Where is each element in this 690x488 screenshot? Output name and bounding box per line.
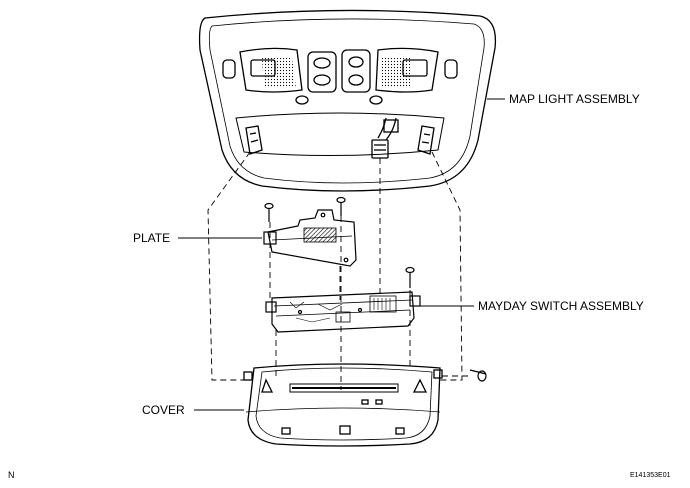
screw-left [264, 202, 274, 222]
screw-right [405, 266, 415, 288]
left-lamp-lens [239, 47, 303, 93]
plate [263, 209, 357, 267]
label-cover: COVER [142, 403, 185, 417]
figure-code: E141353E01 [630, 472, 671, 479]
switch-buttons [307, 49, 371, 93]
leader-lines [178, 98, 505, 411]
alignment-lines [207, 151, 470, 390]
label-plate: PLATE [133, 231, 171, 245]
mayday-switch-assembly [265, 291, 421, 333]
right-lamp-lens [375, 47, 439, 93]
map-light-assembly [198, 9, 497, 192]
cover-screw [469, 369, 487, 382]
label-mayday-switch-assembly: MAYDAY SWITCH ASSEMBLY [478, 299, 644, 313]
corner-mark: N [8, 470, 15, 480]
cover [243, 363, 443, 447]
screw-center [336, 196, 346, 216]
label-map-light-assembly: MAP LIGHT ASSEMBLY [509, 92, 640, 106]
